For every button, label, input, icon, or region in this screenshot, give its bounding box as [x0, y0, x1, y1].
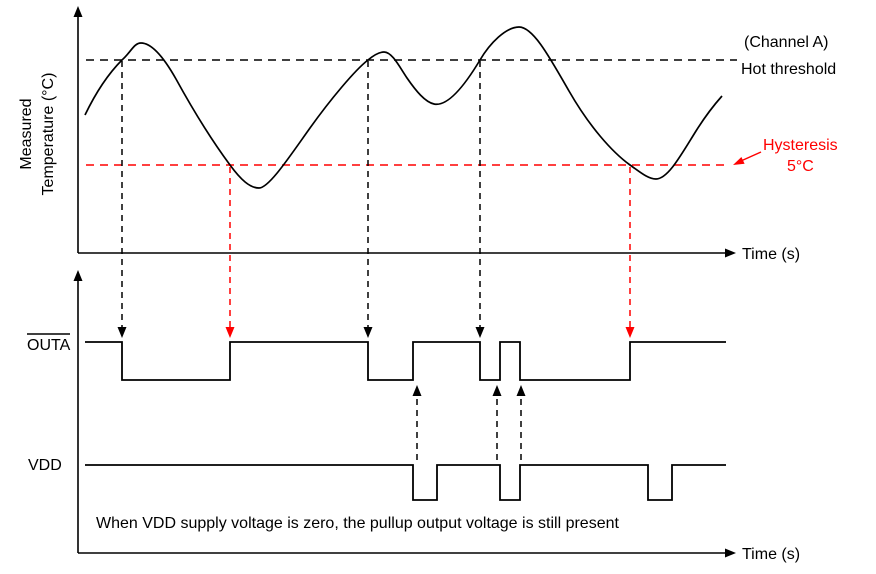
signal-x-axis-arrow-icon [725, 548, 736, 558]
temp-x-axis-arrow-icon [725, 248, 736, 258]
vdd-effect-arrow-3-head-icon [516, 385, 526, 396]
temp-y-axis-arrow-icon [73, 6, 83, 17]
signal-panel: Time (s) OUTA VDD When VDD supply voltag… [27, 270, 800, 563]
vdd-effect-arrow-2-head-icon [492, 385, 502, 396]
vdd-effect-arrow-1-head-icon [412, 385, 422, 396]
crossing-arrows [117, 61, 635, 338]
hot-cross-arrow-3-head-icon [475, 327, 485, 338]
outa-waveform [85, 341, 726, 381]
temp-x-axis-label: Time (s) [742, 246, 800, 263]
hysteresis-pointer-line [741, 151, 762, 162]
hysteresis-cross-arrow-1-head-icon [225, 327, 235, 338]
hot-cross-arrow-1-head-icon [117, 327, 127, 338]
vdd-waveform [85, 464, 726, 501]
signal-x-axis-label: Time (s) [742, 546, 800, 563]
signal-y-axis-arrow-icon [73, 270, 83, 281]
hysteresis-label: Hysteresis [763, 137, 838, 154]
hot-cross-arrow-2-head-icon [363, 327, 373, 338]
temp-y-axis-label-line1: Measured [18, 98, 35, 169]
hysteresis-cross-arrow-2-head-icon [625, 327, 635, 338]
temp-y-axis-label-line2: Temperature (°C) [40, 73, 57, 196]
channel-a-label: (Channel A) [744, 34, 829, 51]
annotation-text: When VDD supply voltage is zero, the pul… [96, 515, 620, 532]
temperature-panel: Time (s) Measured Temperature (°C) (Chan… [18, 6, 838, 263]
hysteresis-value-label: 5°C [787, 158, 814, 175]
hot-threshold-label: Hot threshold [741, 61, 836, 78]
temperature-curve [84, 26, 723, 189]
hysteresis-pointer-arrow-icon [733, 157, 745, 165]
vdd-label: VDD [28, 457, 62, 474]
outa-label: OUTA [27, 337, 71, 354]
